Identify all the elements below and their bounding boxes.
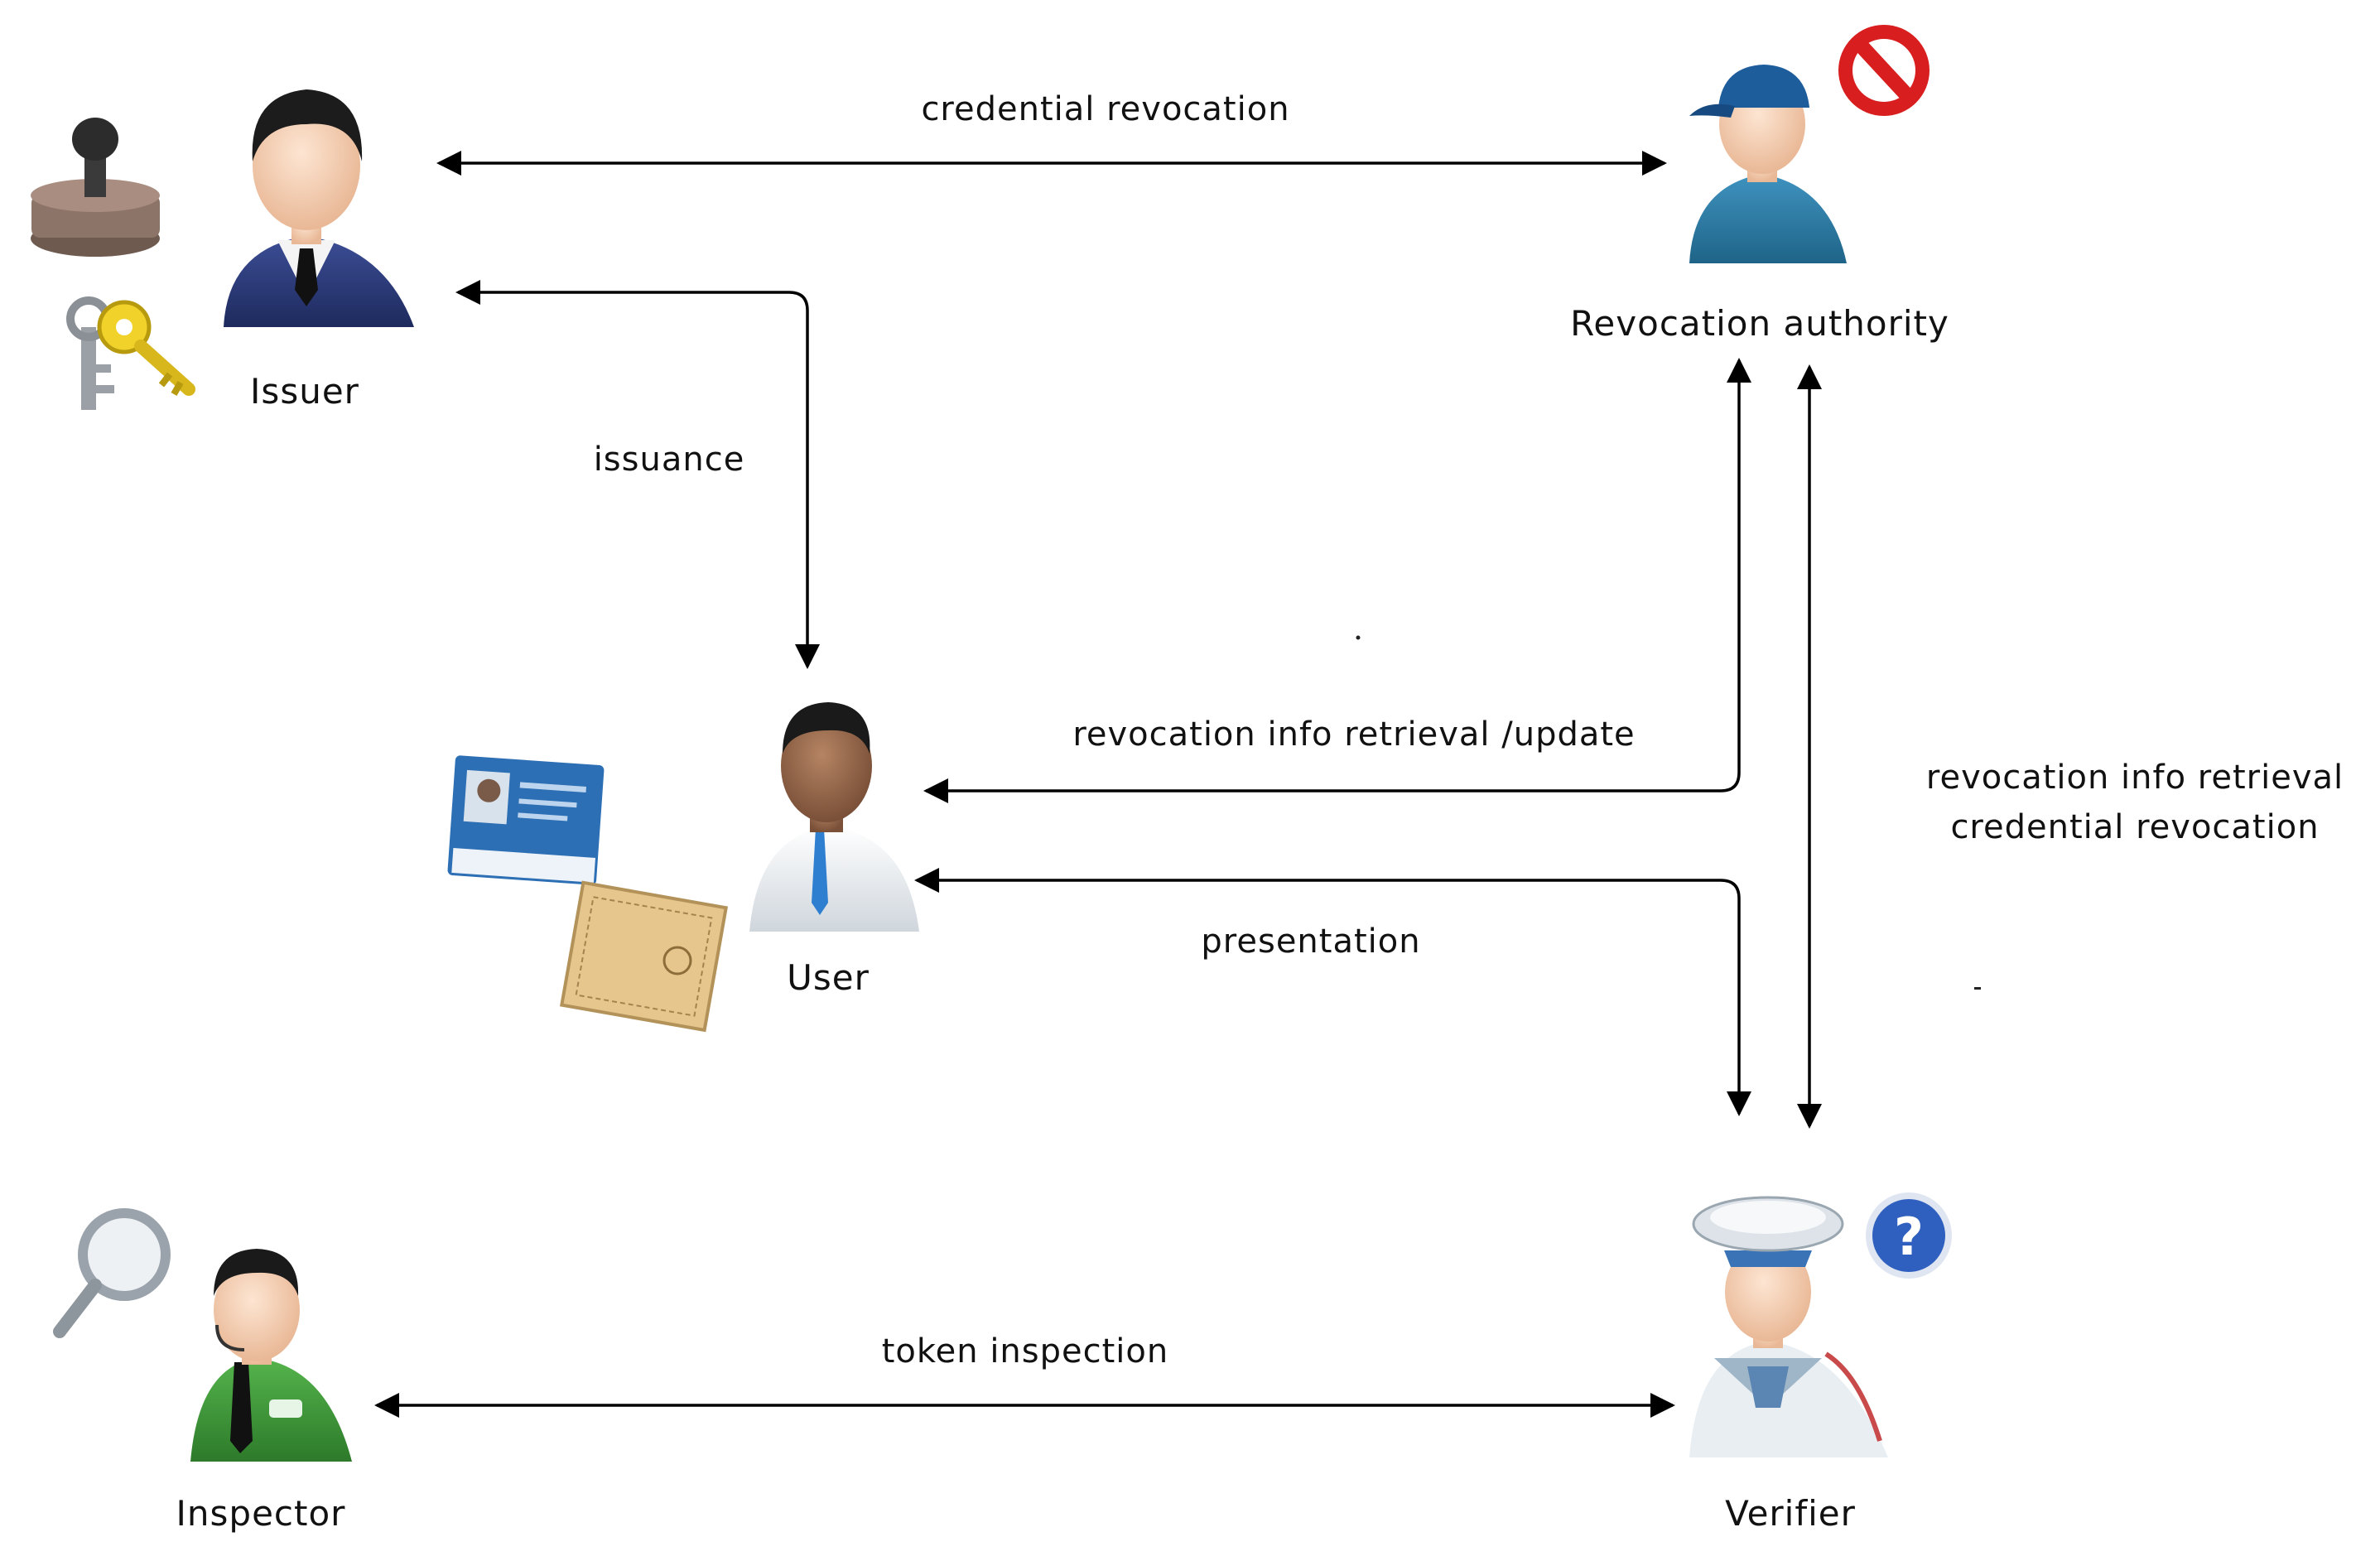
token-inspection-label: token inspection xyxy=(882,1332,1169,1371)
user-actor: User xyxy=(447,702,919,1033)
issuer-label: Issuer xyxy=(250,371,359,412)
revocation-info-update-label: revocation info retrieval /update xyxy=(1072,715,1635,754)
presentation-arrow xyxy=(914,868,1751,1116)
issuance-arrow xyxy=(455,280,820,669)
keys-icon xyxy=(66,296,195,410)
stray-dash xyxy=(1974,987,1981,990)
revocation-info-update-arrow xyxy=(923,358,1751,803)
revocation-authority-label: Revocation authority xyxy=(1570,303,1949,344)
verifier-ra-label-line1: revocation info retrieval xyxy=(1926,759,2344,797)
credential-revocation-label: credential revocation xyxy=(921,90,1289,128)
verifier-label: Verifier xyxy=(1725,1493,1856,1534)
id-card-icon xyxy=(447,755,605,885)
presentation-label: presentation xyxy=(1201,923,1420,961)
rubber-stamp-icon xyxy=(31,118,160,257)
issuer-actor: Issuer xyxy=(31,89,414,412)
inspector-label: Inspector xyxy=(176,1493,346,1534)
user-label: User xyxy=(787,957,870,998)
svg-text:?: ? xyxy=(1894,1207,1924,1267)
stray-dot xyxy=(1356,635,1361,640)
issuance-label: issuance xyxy=(594,441,745,479)
certificate-icon xyxy=(559,880,729,1033)
question-mark-icon: ? xyxy=(1866,1192,1952,1279)
verifier-actor: ? Verifier xyxy=(1689,1192,1952,1534)
magnifier-icon xyxy=(53,1208,171,1338)
revocation-authority-actor: Revocation authority xyxy=(1570,25,1949,344)
verifier-ra-label-line2: credential revocation xyxy=(1950,808,2319,846)
inspector-actor: Inspector xyxy=(53,1208,352,1534)
prohibited-sign-icon xyxy=(1838,25,1930,116)
